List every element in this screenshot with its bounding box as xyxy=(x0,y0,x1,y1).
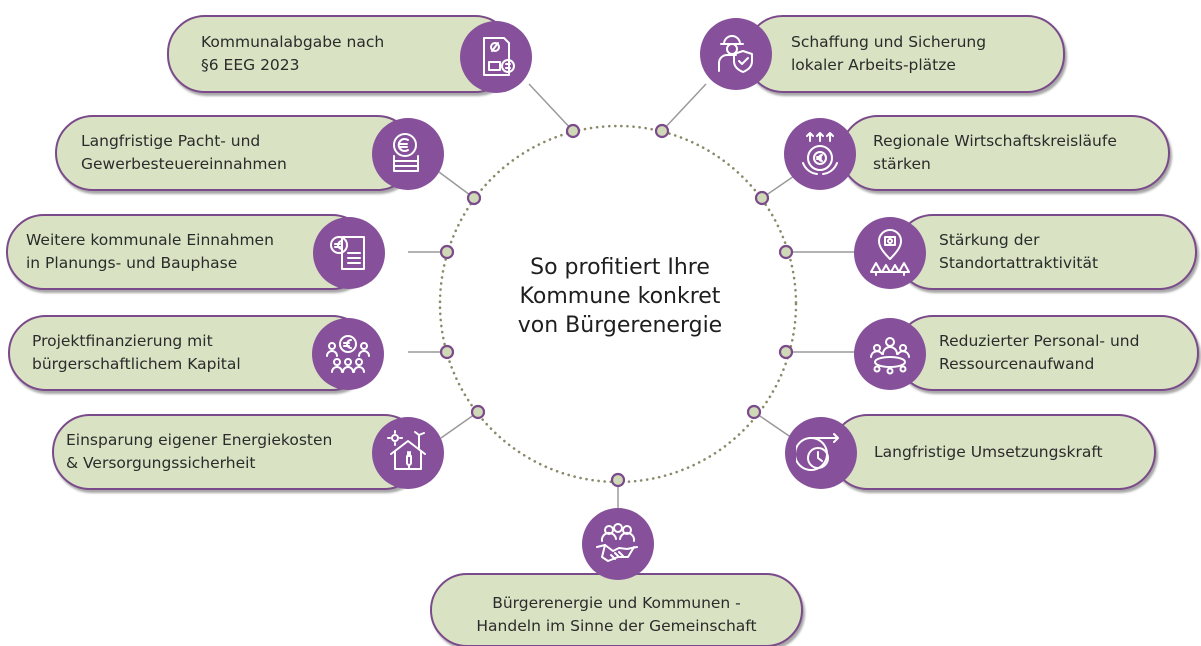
benefit-label: Stärkung der Standortattraktivität xyxy=(939,231,1099,272)
handshake-icon xyxy=(582,508,654,580)
benefit-label: Bürgerenergie und Kommunen - Handeln im … xyxy=(476,594,757,635)
connector-line xyxy=(438,171,475,199)
connector-node xyxy=(778,344,794,360)
connector-line xyxy=(528,83,574,132)
benefit-einsparung: Einsparung eigener Energiekosten & Verso… xyxy=(52,414,422,490)
house-energy-icon xyxy=(372,417,444,489)
connector-node xyxy=(439,344,455,360)
benefit-pacht: Langfristige Pacht- und Gewerbesteuerein… xyxy=(55,115,415,191)
benefit-label: Einsparung eigener Energiekosten & Verso… xyxy=(66,431,333,472)
benefit-personal: Reduzierter Personal- und Ressourcenaufw… xyxy=(895,315,1199,391)
connector-node xyxy=(610,472,626,488)
connector-node xyxy=(439,244,455,260)
benefit-label: Reduzierter Personal- und Ressourcenaufw… xyxy=(939,332,1140,373)
benefit-arbeitsplaetze: Schaffung und Sicherung lokaler Arbeits-… xyxy=(745,15,1065,93)
team-meeting-icon xyxy=(854,318,926,390)
benefit-label: Langfristige Umsetzungskraft xyxy=(874,442,1103,461)
cycle-euro-icon xyxy=(784,118,856,190)
connector-line xyxy=(661,83,707,132)
benefit-label: Kommunalabgabe nach §6 EEG 2023 xyxy=(201,33,385,74)
benefit-label: Schaffung und Sicherung lokaler Arbeits-… xyxy=(791,33,987,74)
location-trees-icon xyxy=(854,217,926,289)
clock-arrow-icon xyxy=(785,417,857,489)
connector-line xyxy=(440,411,479,439)
people-euro-icon xyxy=(312,318,384,390)
connector-node xyxy=(778,244,794,260)
connector-node xyxy=(746,404,762,420)
document-euro-icon xyxy=(460,21,532,93)
center-title: So profitiert Ihre Kommune konkret von B… xyxy=(517,255,723,338)
benefit-standort: Stärkung der Standortattraktivität xyxy=(895,214,1197,290)
euro-invoice-icon xyxy=(313,217,385,289)
worker-shield-icon xyxy=(700,18,772,90)
benefit-umsetzung: Langfristige Umsetzungskraft xyxy=(830,414,1156,490)
connector-node xyxy=(470,404,486,420)
connector-node xyxy=(654,123,670,139)
euro-coins-icon xyxy=(372,118,444,190)
connector-node xyxy=(754,190,770,206)
connector-node xyxy=(565,123,581,139)
benefit-einnahmen: Weitere kommunale Einnahmen in Planungs-… xyxy=(6,214,370,290)
benefit-label: Projektfinanzierung mit bürgerschaftlich… xyxy=(32,332,241,373)
benefit-label: Regionale Wirtschaftskreisläufe stärken xyxy=(873,132,1117,173)
benefit-gemeinschaft: Bürgerenergie und Kommunen - Handeln im … xyxy=(430,573,803,646)
benefit-kommunalabgabe: Kommunalabgabe nach §6 EEG 2023 xyxy=(167,15,513,93)
benefit-wirtschaftskreislaeufe: Regionale Wirtschaftskreisläufe stärken xyxy=(840,115,1170,191)
benefit-projektfinanzierung: Projektfinanzierung mit bürgerschaftlich… xyxy=(8,315,370,391)
benefit-label: Langfristige Pacht- und Gewerbesteuerein… xyxy=(81,132,287,173)
benefit-label: Weitere kommunale Einnahmen in Planungs-… xyxy=(26,231,274,272)
connector-node xyxy=(466,190,482,206)
